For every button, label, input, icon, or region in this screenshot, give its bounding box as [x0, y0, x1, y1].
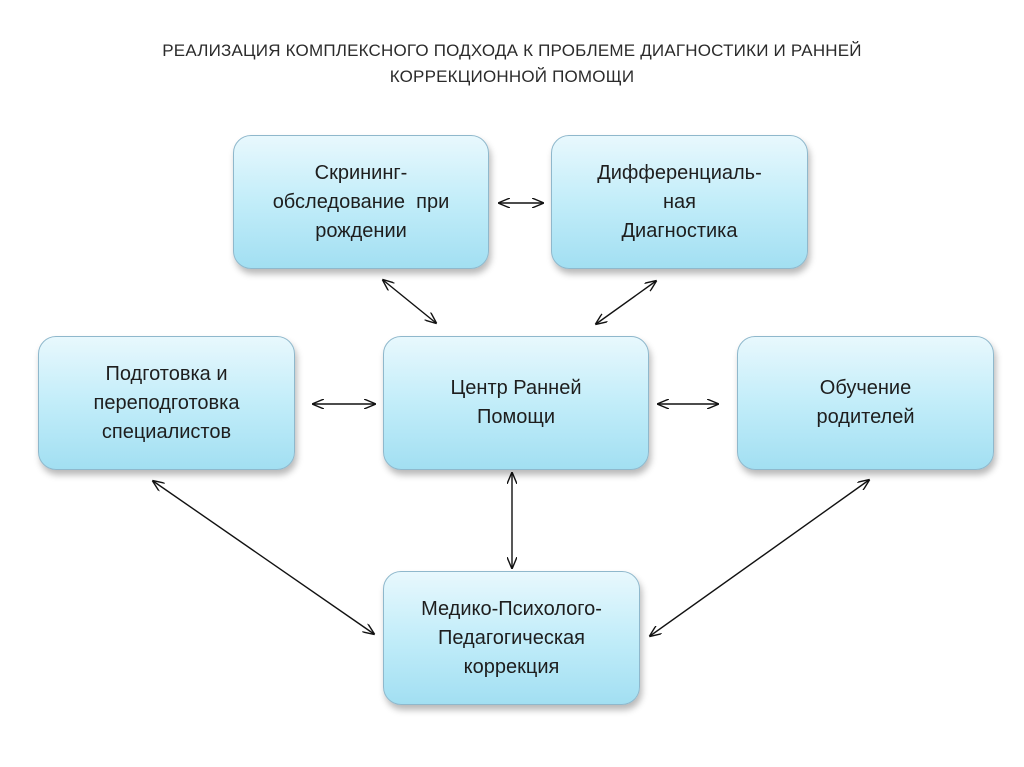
node-parents-line-2: родителей: [816, 406, 915, 428]
page-title: РЕАЛИЗАЦИЯ КОМПЛЕКСНОГО ПОДХОДА К ПРОБЛЕ…: [100, 38, 924, 90]
node-parents: Обучение родителей: [737, 336, 994, 470]
node-training-line-3: специалистов: [101, 420, 232, 443]
arrow-training-correction: [153, 481, 374, 634]
node-diagnostics-line-1: Дифференциаль-: [597, 161, 762, 184]
arrow-parents-correction: [650, 480, 869, 636]
node-center-line-1: Центр Ранней: [450, 377, 582, 399]
node-correction-line-2: Педагогическая: [438, 626, 585, 649]
title-line-2: КОРРЕКЦИОННОЙ ПОМОЩИ: [389, 67, 635, 86]
node-diagnostics-line-2: ная: [663, 190, 696, 213]
node-correction-line-3: коррекция: [463, 655, 560, 678]
node-diagnostics: Дифференциаль- ная Диагностика: [551, 135, 808, 269]
node-center: Центр Ранней Помощи: [383, 336, 649, 470]
node-screening: Скрининг- обследование при рождении: [233, 135, 489, 269]
node-screening-line-2: обследование при: [272, 190, 450, 213]
node-correction: Медико-Психолого- Педагогическая коррекц…: [383, 571, 640, 705]
node-screening-line-3: рождении: [315, 219, 407, 242]
node-correction-line-1: Медико-Психолого-: [421, 597, 602, 620]
node-diagnostics-line-3: Диагностика: [621, 219, 738, 242]
title-line-1: РЕАЛИЗАЦИЯ КОМПЛЕКСНОГО ПОДХОДА К ПРОБЛЕ…: [162, 41, 862, 60]
node-training-line-1: Подготовка и: [105, 362, 228, 385]
arrow-screening-center: [383, 280, 436, 323]
node-training-line-2: переподготовка: [93, 391, 240, 414]
arrow-diagnostics-center: [596, 281, 656, 324]
node-center-line-2: Помощи: [477, 406, 555, 428]
node-training: Подготовка и переподготовка специалистов: [38, 336, 295, 470]
node-screening-line-1: Скрининг-: [314, 161, 408, 184]
node-parents-line-1: Обучение: [819, 377, 912, 399]
